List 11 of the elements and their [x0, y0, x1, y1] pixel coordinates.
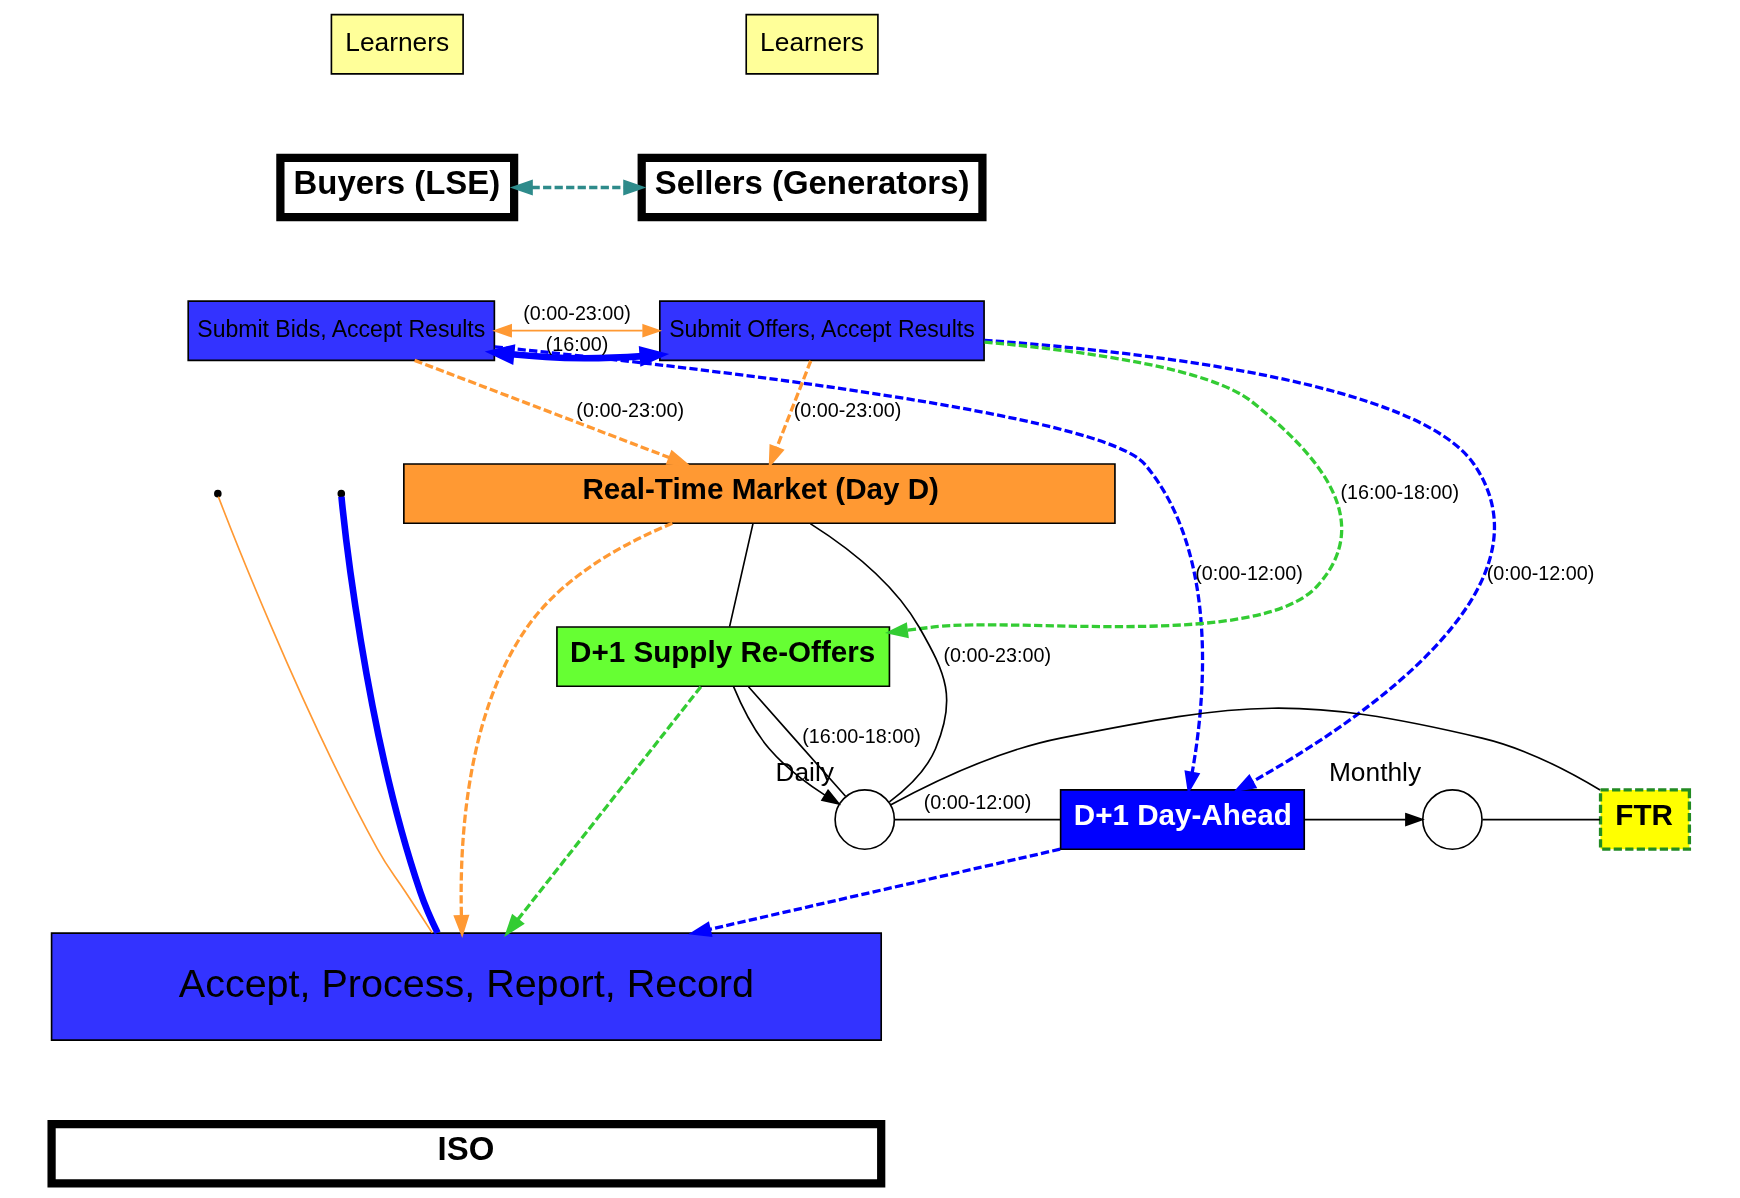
edge-label: (0:00-12:00)	[923, 791, 1031, 814]
edge-label: (16:00-18:00)	[1339, 480, 1459, 503]
edge-label: (16:00-18:00)	[801, 725, 921, 748]
edge-label: (0:00-23:00)	[793, 399, 901, 422]
node-label: Monthly	[1328, 757, 1421, 788]
edge-label: (0:00-12:00)	[1486, 562, 1594, 585]
edge-label: (16:00)	[545, 333, 608, 356]
edge-label: (0:00-12:00)	[1194, 562, 1303, 585]
edge-label: (0:00-23:00)	[942, 643, 1051, 666]
edge-label: (0:00-23:00)	[522, 302, 631, 325]
edge-label: (0:00-23:00)	[575, 399, 684, 422]
